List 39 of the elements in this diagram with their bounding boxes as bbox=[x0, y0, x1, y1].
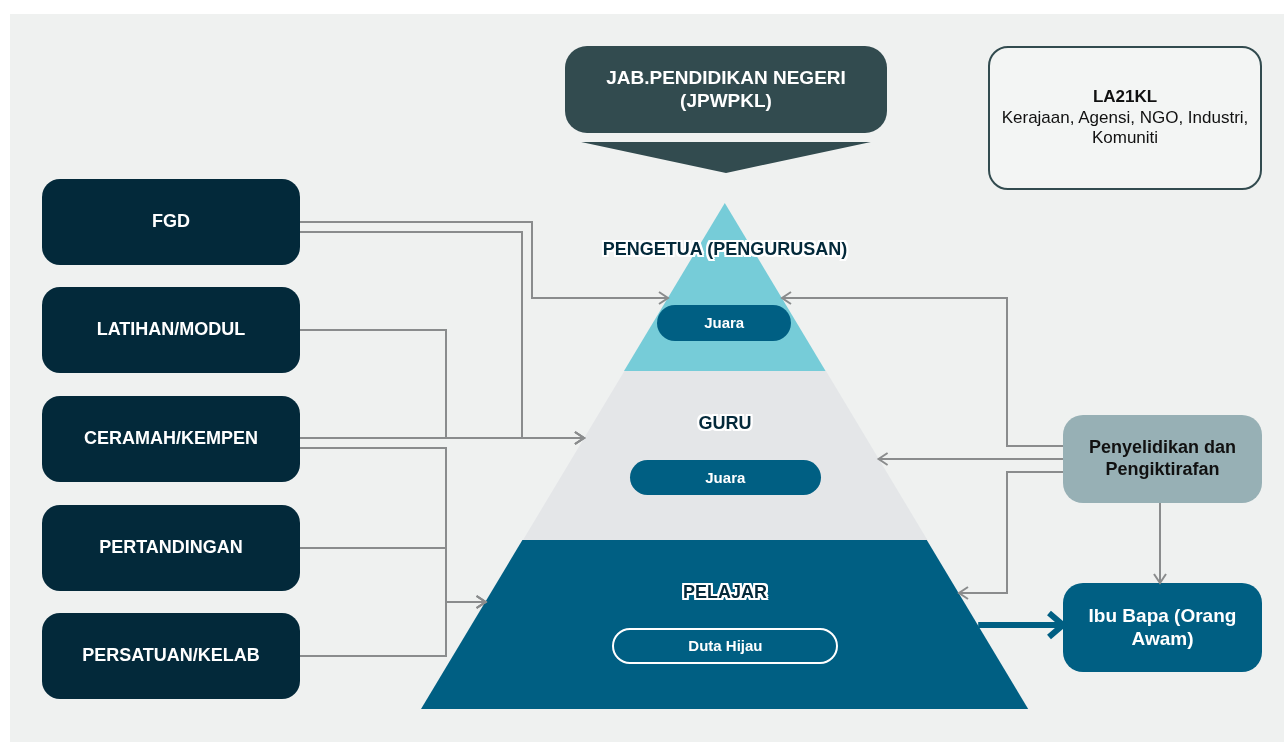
box-title: LATIHAN/MODUL bbox=[96, 319, 246, 341]
arrow bbox=[299, 221, 669, 305]
box-title: Juara bbox=[704, 314, 745, 332]
arrow bbox=[877, 452, 1064, 466]
box-title: Penyelidikan dan Pengiktirafan bbox=[1087, 437, 1238, 481]
parent-box bbox=[1063, 583, 1262, 672]
box-text: Kerajaan, Agensi, NGO, Industri, Komuniti bbox=[1000, 107, 1250, 149]
arrow bbox=[781, 291, 1064, 447]
box-title: LA21KL bbox=[1092, 87, 1158, 108]
pyramid-tier bbox=[522, 371, 928, 540]
tier-label: PELAJAR bbox=[681, 582, 768, 603]
arrow bbox=[299, 595, 487, 657]
pyramid-tier bbox=[421, 540, 1029, 709]
box-title: Ibu Bapa (Orang Awam) bbox=[1087, 604, 1238, 651]
method-box bbox=[42, 613, 300, 699]
role-pill bbox=[657, 305, 792, 341]
box-title: Duta Hijau bbox=[688, 637, 763, 655]
box-title: FGD bbox=[152, 211, 190, 233]
box-title: PERTANDINGAN bbox=[99, 537, 243, 559]
chevron-arrow bbox=[581, 142, 871, 173]
role-pill bbox=[629, 460, 821, 495]
tier-label: PENGETUA (PENGURUSAN) bbox=[601, 239, 849, 260]
arrow bbox=[1153, 502, 1167, 584]
role-pill bbox=[612, 628, 839, 664]
tier-label: GURU bbox=[697, 413, 753, 434]
header-box bbox=[565, 46, 887, 133]
research-box bbox=[1063, 415, 1262, 503]
box-title: JAB.PENDIDIKAN NEGERI (JPWPKL) bbox=[605, 66, 847, 113]
method-box bbox=[42, 396, 300, 482]
box-title: CERAMAH/KEMPEN bbox=[84, 428, 258, 450]
method-box bbox=[42, 287, 300, 373]
arrow bbox=[978, 610, 1066, 640]
box-title: Juara bbox=[705, 468, 746, 487]
box-title: PERSATUAN/KELAB bbox=[82, 645, 260, 667]
info-box bbox=[988, 46, 1262, 190]
method-box bbox=[42, 505, 300, 591]
arrow bbox=[299, 431, 585, 445]
arrow bbox=[958, 471, 1064, 600]
method-box bbox=[42, 179, 300, 265]
